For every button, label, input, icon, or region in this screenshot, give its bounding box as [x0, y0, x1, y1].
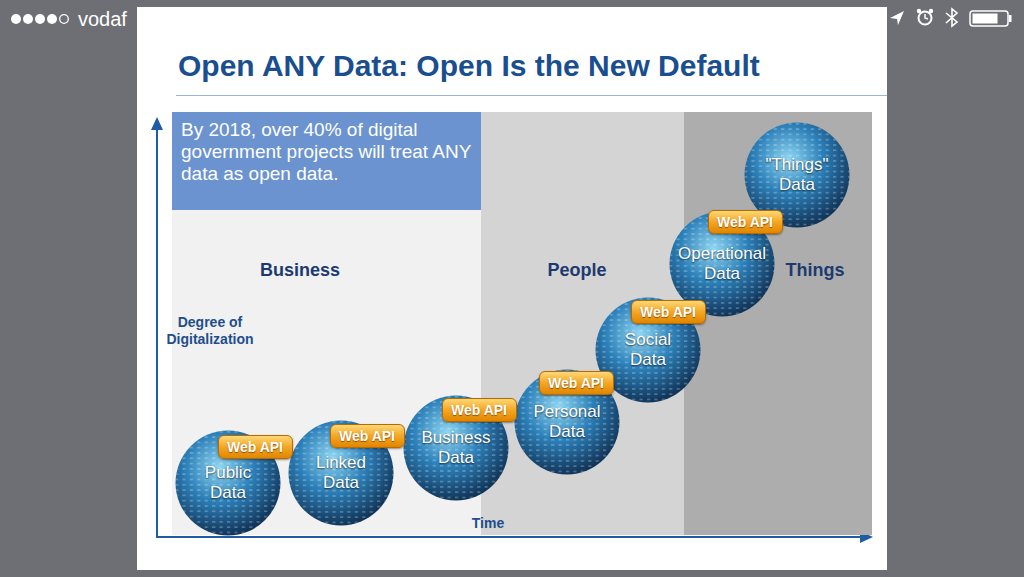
y-axis-arrowhead — [151, 117, 163, 130]
sphere-texture — [515, 370, 620, 475]
api-label: Web API — [540, 372, 613, 394]
band-label: People — [547, 259, 606, 281]
api-label: Web API — [219, 436, 292, 458]
sphere-label: Social Data — [625, 330, 671, 369]
alarm-bell — [929, 9, 933, 13]
slide-title: Open ANY Data: Open Is the New Default — [178, 48, 760, 84]
band-label: Business — [260, 259, 340, 281]
api-label: Web API — [709, 211, 782, 233]
band-label: Things — [786, 259, 845, 281]
api-label: Web API — [443, 399, 516, 421]
sphere-label: Operational Data — [678, 244, 766, 283]
signal-dot — [35, 14, 45, 24]
web-api-badge: Web API — [218, 435, 293, 459]
sphere-body — [515, 370, 620, 475]
slide — [137, 7, 887, 570]
title-rule — [176, 95, 887, 96]
battery-level — [973, 14, 998, 24]
web-api-badge: Web API — [539, 371, 614, 395]
signal-dot — [60, 15, 69, 24]
sphere-texture — [745, 123, 850, 228]
battery-case — [970, 11, 1008, 26]
x-axis — [156, 536, 864, 538]
battery-icon — [970, 11, 1012, 26]
carrier-name: vodaf — [78, 7, 127, 31]
bluetooth-icon — [946, 9, 957, 26]
sphere-label: "Things" Data — [765, 155, 828, 194]
axis-label: Time — [472, 515, 504, 532]
sphere-label: Linked Data — [316, 453, 366, 492]
sphere-label: Public Data — [205, 463, 251, 502]
web-api-badge: Web API — [442, 398, 517, 422]
api-label: Web API — [632, 301, 705, 323]
web-api-badge: Web API — [631, 300, 706, 324]
web-api-badge: Web API — [708, 210, 783, 234]
signal-dot — [23, 14, 33, 24]
api-label: Web API — [331, 425, 404, 447]
alarm-hands — [925, 14, 928, 19]
callout-box: By 2018, over 40% of digital government … — [172, 112, 481, 210]
signal-dots — [11, 14, 68, 24]
battery-nub — [1009, 15, 1012, 22]
signal-dot — [47, 14, 57, 24]
callout-text: By 2018, over 40% of digital government … — [181, 119, 472, 185]
sphere-body — [745, 123, 850, 228]
sphere-label: Business Data — [422, 428, 491, 467]
sphere-label: Personal Data — [533, 402, 600, 441]
alarm-icon — [917, 9, 933, 25]
signal-dot — [11, 14, 21, 24]
alarm-ring — [919, 12, 932, 25]
y-axis — [156, 126, 158, 537]
axis-label: Degree of Digitalization — [150, 314, 270, 348]
alarm-bell — [917, 9, 921, 13]
web-api-badge: Web API — [330, 424, 405, 448]
location-icon — [890, 11, 904, 25]
